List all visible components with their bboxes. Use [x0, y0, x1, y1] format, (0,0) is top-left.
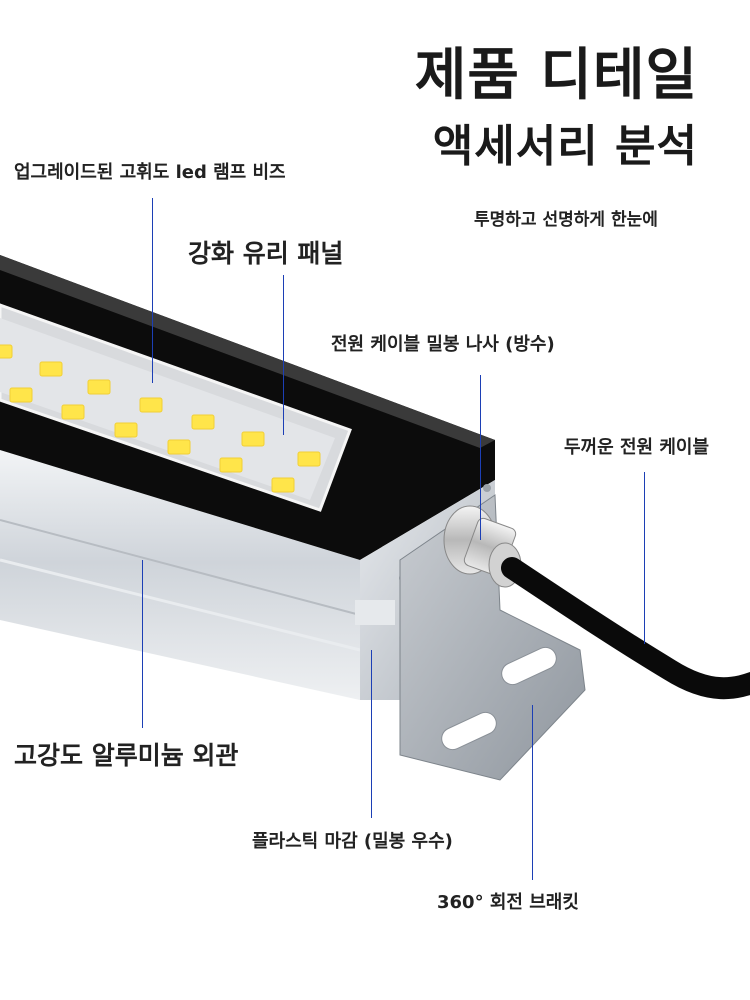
callout-aluminum-body: 고강도 알루미늄 외관 [14, 741, 239, 770]
page-title: 제품 디테일 [414, 43, 698, 108]
callout-waterproof-screw: 전원 케이블 밀봉 나사 (방수) [331, 334, 555, 355]
callout-bracket: 360° 회전 브래킷 [437, 892, 579, 913]
glass-panel [0, 303, 352, 512]
callout-led-beads: 업그레이드된 고휘도 led 램프 비즈 [14, 162, 286, 183]
callout-plastic-cap: 플라스틱 마감 (밀봉 우수) [252, 831, 453, 852]
leader-line-waterproof-screw [480, 375, 481, 540]
leader-line-led-beads [152, 198, 153, 383]
power-cable [501, 557, 750, 700]
cable-gland-screw [443, 505, 522, 588]
leader-line-bracket [532, 705, 533, 880]
rotating-bracket [399, 494, 586, 781]
leader-line-plastic-cap [371, 650, 372, 818]
callout-glass-panel: 강화 유리 패널 [188, 239, 344, 268]
callout-clarity: 투명하고 선명하게 한눈에 [474, 210, 658, 230]
leader-line-glass-panel [283, 275, 284, 435]
leader-line-power-cable [644, 472, 645, 644]
callout-power-cable: 두꺼운 전원 케이블 [564, 437, 710, 458]
leader-line-aluminum-body [142, 560, 143, 728]
page-subtitle: 액세서리 분석 [432, 121, 698, 172]
led-bead-array [0, 344, 321, 493]
